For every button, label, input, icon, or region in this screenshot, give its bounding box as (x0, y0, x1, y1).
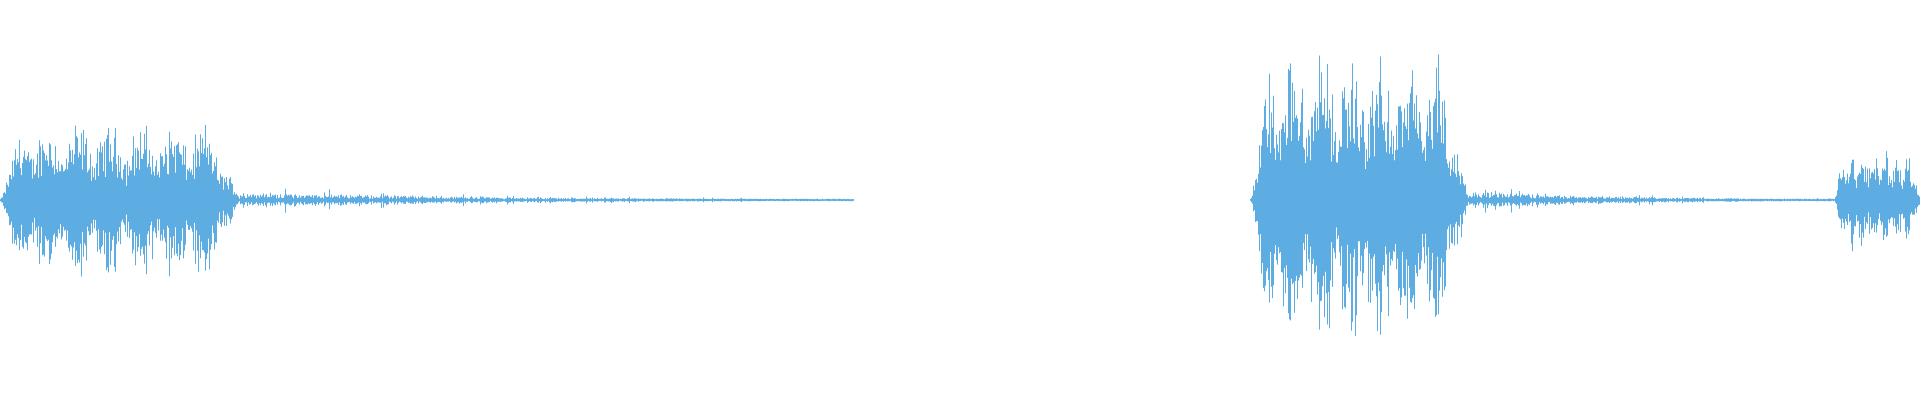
waveform-bars (0, 54, 1920, 337)
